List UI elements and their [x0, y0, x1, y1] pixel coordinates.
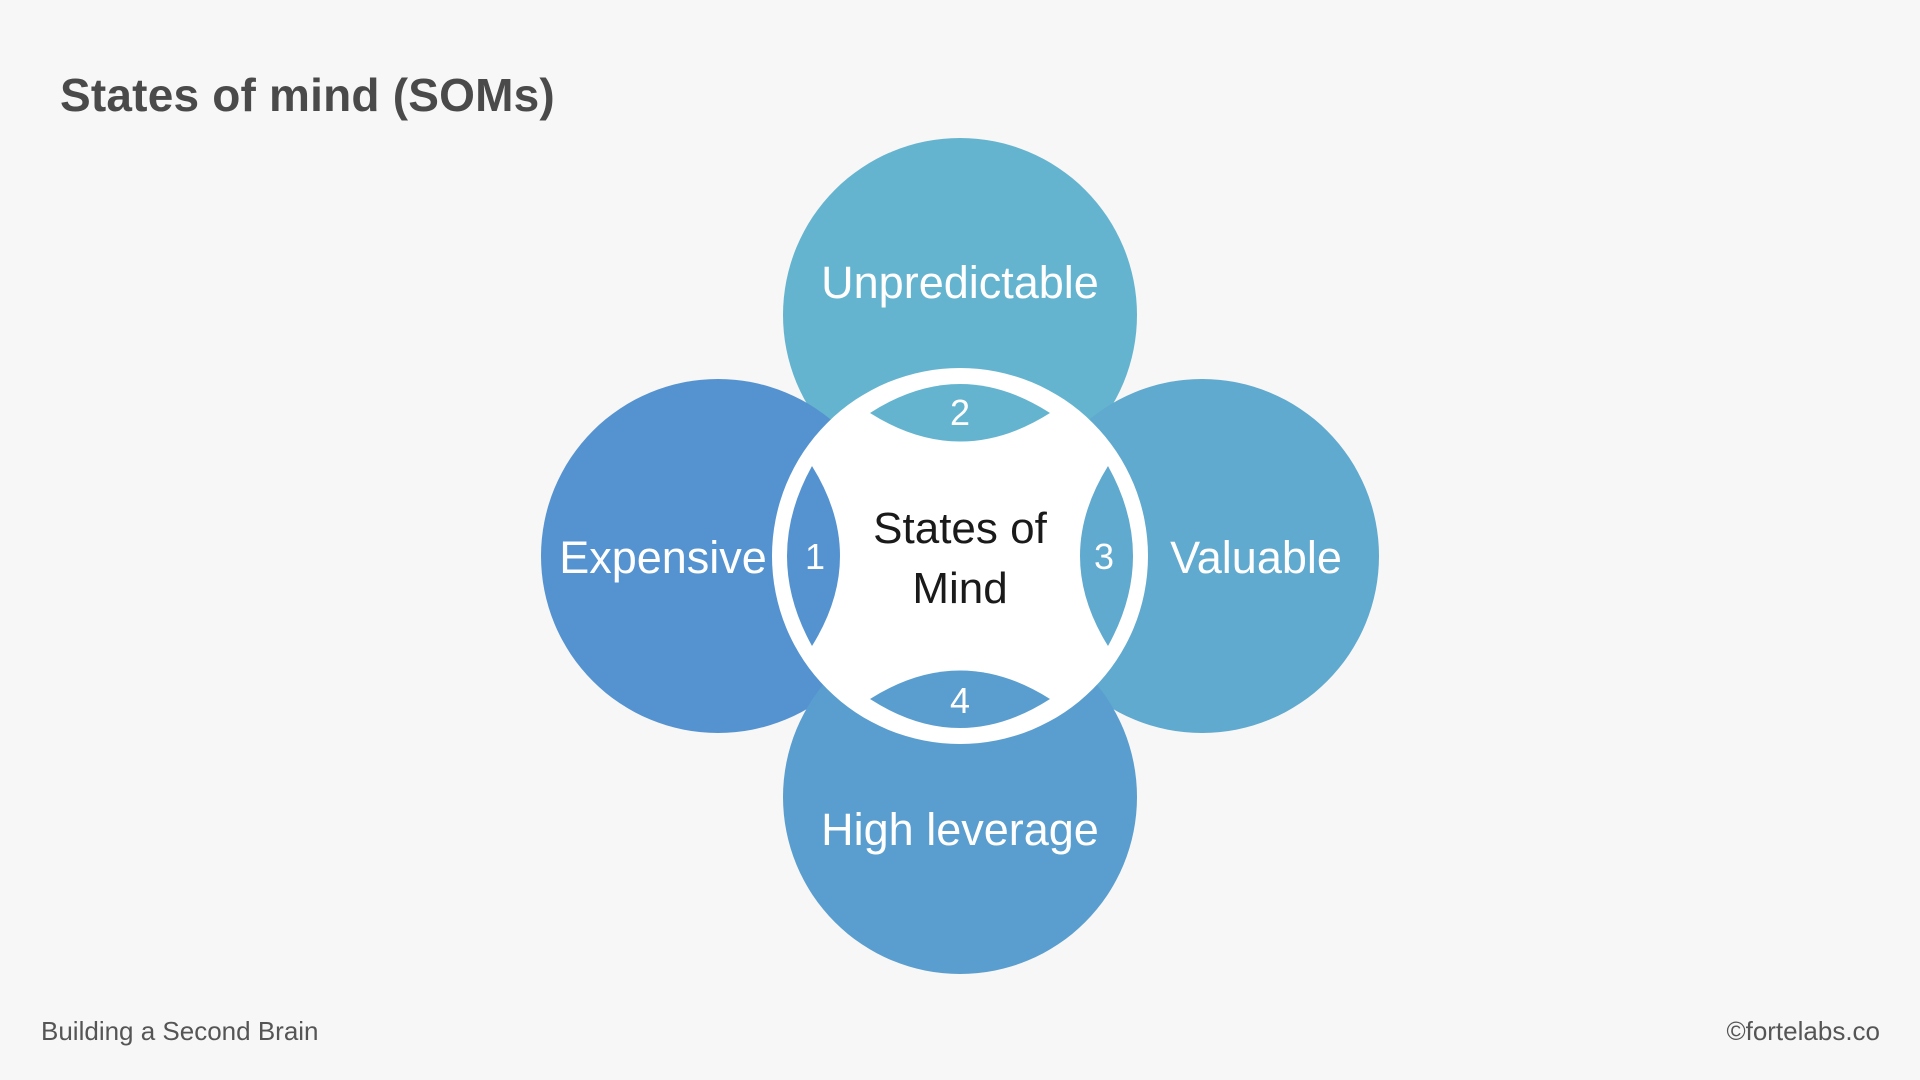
petal-label-unpredictable: Unpredictable [821, 257, 1099, 308]
overlap-lens-left [787, 466, 840, 646]
center-ring [772, 368, 1148, 744]
footer-course-name: Building a Second Brain [41, 1016, 319, 1046]
overlap-lens-right [1080, 466, 1133, 646]
center-label-line2: Mind [912, 564, 1007, 613]
footer-copyright: ©fortelabs.co [1726, 1016, 1880, 1046]
petal-label-expensive: Expensive [559, 532, 767, 583]
overlap-lens-top [870, 384, 1050, 442]
petal-label-valuable: Valuable [1170, 532, 1342, 583]
overlap-number-3: 3 [1094, 536, 1114, 577]
overlap-number-4: 4 [950, 680, 970, 721]
overlap-number-1: 1 [805, 536, 825, 577]
overlap-number-2: 2 [950, 392, 970, 433]
page-title: States of mind (SOMs) [60, 69, 555, 121]
center-label-line1: States of [873, 504, 1047, 553]
petal-label-high-leverage: High leverage [821, 804, 1099, 855]
overlap-lens-bottom [870, 670, 1050, 728]
